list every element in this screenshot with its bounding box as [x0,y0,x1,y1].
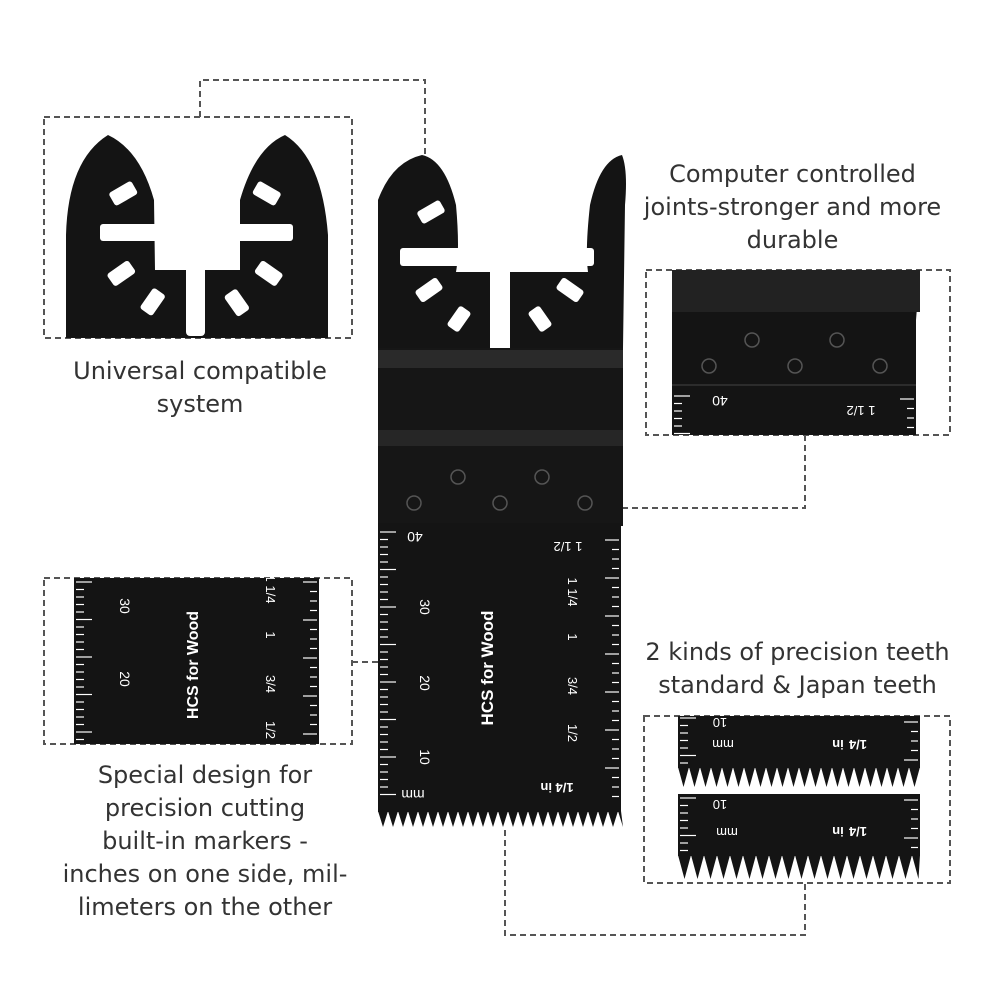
closeup-inch-3-4: 3/4 [263,675,278,693]
caption-special-line1: Special design for [97,761,313,789]
connector-adapter [199,79,426,155]
caption-teeth-line1: 2 kinds of precision teeth [645,638,950,666]
inch-label-1-2: 1/2 [565,724,580,742]
mm-label-10: 10 [417,749,433,765]
closeup-mm-20: 20 [117,671,133,687]
teeth-bottom-mm-unit: mm [716,825,738,840]
brand-label: HCS for Wood [478,611,497,726]
caption-joints: Computer controlled joints-stronger and … [625,158,960,257]
teeth-bottom-mm-10: 10 [713,797,727,812]
caption-special-line3: built-in markers - [102,827,308,855]
caption-universal-line1: Universal compatible [73,357,327,385]
inch-label-3-4: 3/4 [565,677,580,695]
teeth-top-mm-unit: mm [712,737,734,752]
teeth-top-in: in [832,737,844,752]
closeup-inch-1-2: 1/2 [263,721,278,739]
blade-ruler-ticks [380,531,619,798]
inch-label-1-4-in: 1/4 in [540,780,573,795]
teeth-bottom-in: in [832,824,844,839]
joint-inch-label: 1 1/2 [847,403,876,418]
caption-joints-line3: durable [746,226,839,254]
blade-teeth [378,810,623,827]
mm-scale-labels: 40 30 20 10 mm [401,529,433,803]
joint-closeup: 40 1 1/2 [672,270,920,435]
mm-label-40: 40 [407,529,423,545]
rivets [406,469,593,511]
markings-closeup: 30 20 HCS for Wood 1 1/4 1 3/4 1/2 [74,575,319,744]
caption-teeth-line2: standard & Japan teeth [658,671,937,699]
caption-special-line2: precision cutting [104,794,306,822]
adapter-closeup [66,135,328,338]
caption-universal-line2: system [156,390,244,418]
closeup-brand: HCS for Wood [185,611,202,719]
teeth-top-inch: 1/4 [848,737,867,752]
caption-special-line5: limeters on the other [77,893,333,921]
mount-slots [400,200,594,353]
closeup-mm-30: 30 [117,598,133,614]
inch-label-1-1-4: 1 1/4 [565,578,580,607]
caption-joints-line2: joints-stronger and more [643,193,942,221]
mm-label-30: 30 [417,599,433,615]
inch-label-1: 1 [565,633,580,640]
joint-mm-label-40: 40 [712,393,728,409]
caption-universal: Universal compatible system [40,355,360,421]
main-blade: 40 30 20 10 mm 1 1/2 1 1/4 1 3/4 1/2 1/4… [378,155,626,827]
mm-label-20: 20 [417,675,433,691]
closeup-inch-1: 1 [263,631,278,638]
caption-joints-line1: Computer controlled [669,160,916,188]
connector-teeth [504,830,806,936]
caption-special-line4: inches on one side, mil- [62,860,348,888]
mm-unit-label: mm [401,787,424,803]
caption-special: Special design for precision cutting bui… [35,759,375,924]
closeup-inch-1-1-4: 1 1/4 [263,575,278,604]
inch-label-1-1-2: 1 1/2 [554,539,583,554]
inch-scale-labels: 1 1/2 1 1/4 1 3/4 1/2 1/4 in [540,539,582,795]
teeth-bottom-inch: 1/4 [848,824,867,839]
connector-joint [622,435,806,509]
teeth-top-mm-10: 10 [713,715,727,730]
caption-teeth: 2 kinds of precision teeth standard & Ja… [630,636,965,702]
teeth-closeup: 10 mm 1/4 in 10 mm 1/4 in [678,715,920,879]
